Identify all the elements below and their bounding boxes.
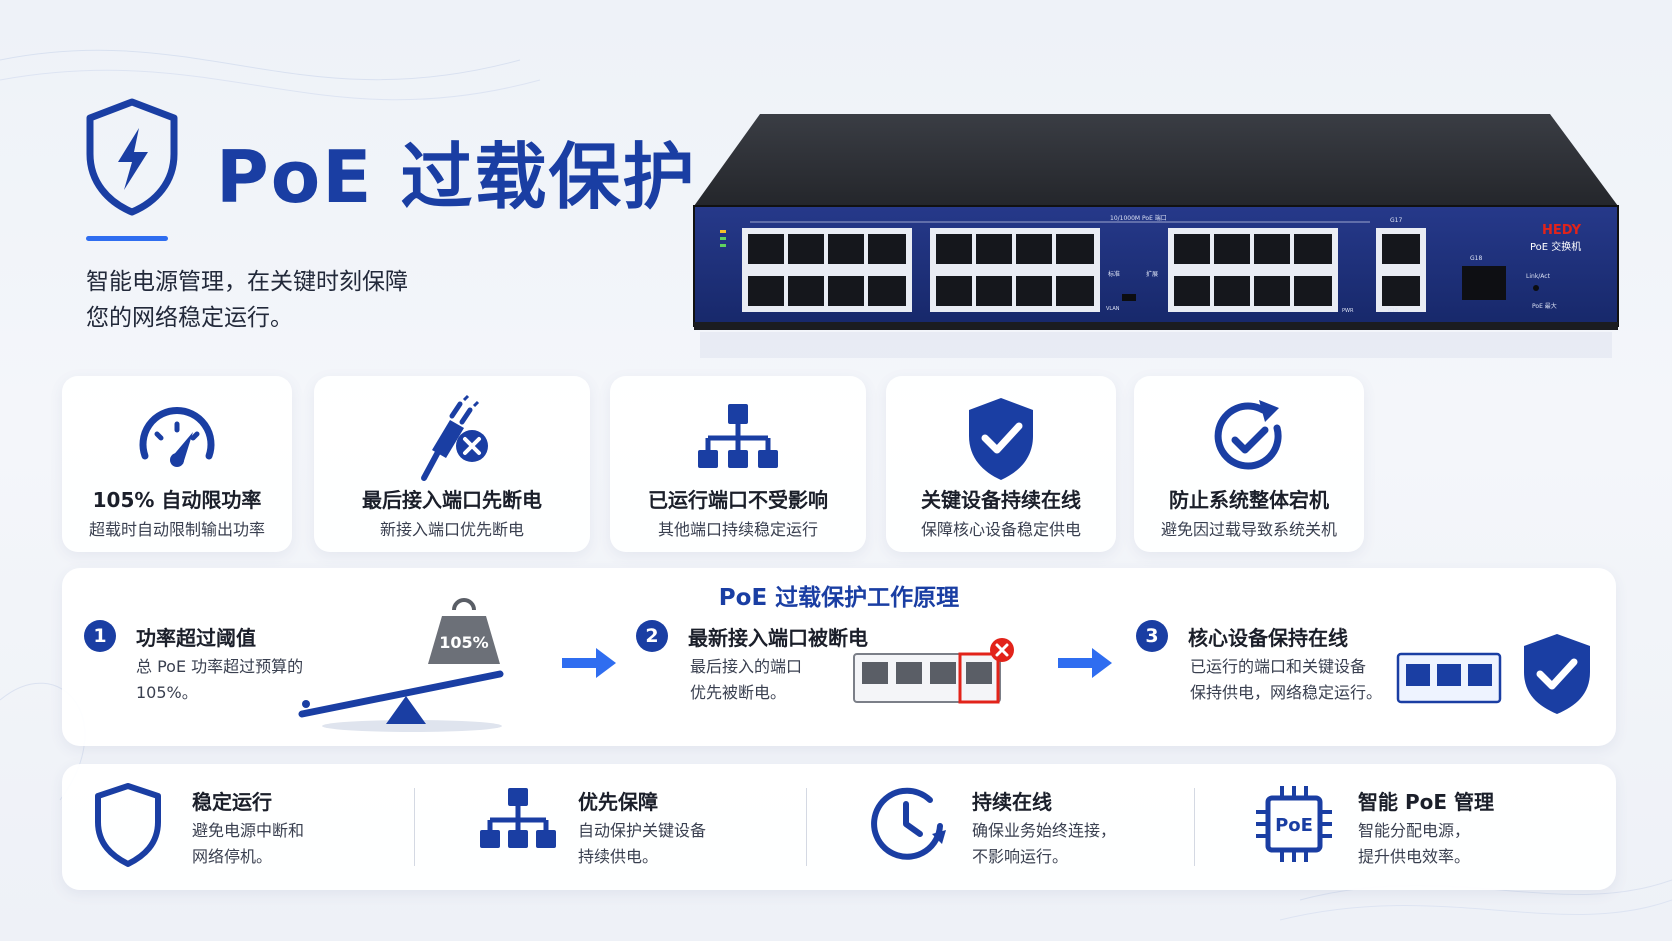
benefit-desc-line: 不影响运行。	[972, 847, 1069, 866]
step-number: 2	[636, 620, 668, 652]
step-desc-line: 总 PoE 功率超过预算的	[136, 657, 304, 676]
weight-label: 105%	[439, 633, 488, 652]
subtitle-line-1: 智能电源管理，在关键时刻保障	[86, 269, 408, 295]
step-number: 3	[1136, 620, 1168, 652]
lightning-shield-icon	[86, 98, 178, 216]
gauge-icon	[139, 407, 215, 467]
benefit-desc: 避免电源中断和 网络停机。	[192, 818, 382, 870]
feature-title: 防止系统整体宕机	[1169, 488, 1329, 512]
page-title: PoE 过载保护	[216, 135, 697, 219]
refresh-check-icon	[1214, 400, 1282, 470]
switch-model: PoE 交换机	[1530, 240, 1581, 253]
divider	[1194, 788, 1195, 866]
title-underline	[86, 236, 168, 241]
benefit-item-2: 优先保障 自动保护关键设备 持续供电。	[478, 764, 808, 890]
poe-chip-icon: PoE	[1256, 786, 1332, 862]
sfp-port	[1462, 266, 1506, 300]
benefit-desc: 确保业务始终连接， 不影响运行。	[972, 818, 1162, 870]
pwr-label: PWR	[1342, 308, 1354, 314]
benefit-title: 智能 PoE 管理	[1358, 790, 1494, 814]
hierarchy-icon	[480, 788, 556, 848]
principle-panel: PoE 过载保护工作原理 1 功率超过阈值 总 PoE 功率超过预算的 105%…	[62, 568, 1616, 746]
benefit-title: 稳定运行	[192, 790, 272, 814]
step-title: 核心设备保持在线	[1188, 626, 1348, 650]
feature-title: 最后接入端口先断电	[362, 488, 542, 512]
subtitle-line-2: 您的网络稳定运行。	[86, 305, 293, 331]
step-desc: 已运行的端口和关键设备 保持供电，网络稳定运行。	[1190, 654, 1400, 706]
divider	[414, 788, 415, 866]
feature-card-1: 105% 自动限功率 超载时自动限制输出功率	[62, 376, 292, 552]
benefit-title: 优先保障	[578, 790, 658, 814]
feature-card-4: 关键设备持续在线 保障核心设备稳定供电	[886, 376, 1116, 552]
benefit-desc-line: 网络停机。	[192, 847, 273, 866]
step-desc-line: 优先被断电。	[690, 683, 787, 702]
benefit-item-3: 持续在线 确保业务始终连接， 不影响运行。	[868, 764, 1198, 890]
principle-title: PoE 过载保护工作原理	[718, 585, 960, 611]
benefit-desc-line: 智能分配电源，	[1358, 821, 1471, 840]
arrow-right-icon	[562, 648, 616, 678]
benefit-desc-line: 确保业务始终连接，	[972, 821, 1117, 840]
unplug-icon	[421, 394, 488, 481]
port-group-2	[930, 228, 1100, 312]
ports-online-illustration	[1396, 652, 1502, 704]
poe-max-label: PoE 最大	[1532, 302, 1557, 310]
benefit-desc-line: 避免电源中断和	[192, 821, 305, 840]
vlan-label: VLAN	[1106, 306, 1120, 312]
benefits-bar: 稳定运行 避免电源中断和 网络停机。 优先保障 自动保护关键设备 持续供电。 持…	[62, 764, 1616, 890]
mode-extend-label: 扩展	[1146, 270, 1158, 278]
feature-desc: 新接入端口优先断电	[379, 520, 524, 539]
benefit-item-1: 稳定运行 避免电源中断和 网络停机。	[92, 764, 422, 890]
port-group-3	[1168, 228, 1338, 312]
page-subtitle: 智能电源管理，在关键时刻保障 您的网络稳定运行。	[86, 264, 506, 336]
feature-desc: 其他端口持续稳定运行	[657, 520, 818, 539]
arrow-right-icon	[1058, 648, 1112, 678]
brand-logo: HEDY	[1542, 223, 1582, 238]
benefit-desc-line: 提升供电效率。	[1358, 847, 1471, 866]
sfp-label: G18	[1470, 255, 1482, 262]
benefit-title: 持续在线	[972, 790, 1052, 814]
feature-title: 关键设备持续在线	[921, 488, 1081, 512]
feature-card-3: 已运行端口不受影响 其他端口持续稳定运行	[610, 376, 866, 552]
feature-card-2: 最后接入端口先断电 新接入端口优先断电	[314, 376, 590, 552]
port-group-1	[742, 228, 912, 312]
feature-desc: 超载时自动限制输出功率	[88, 520, 265, 539]
step-title: 功率超过阈值	[136, 626, 256, 650]
feature-desc: 保障核心设备稳定供电	[920, 520, 1081, 539]
clock-icon	[871, 787, 946, 860]
link-act-label: Link/Act	[1526, 273, 1551, 280]
benefit-item-4: PoE 智能 PoE 管理 智能分配电源， 提升供电效率。	[1252, 764, 1592, 890]
uplink-ports	[1376, 228, 1426, 312]
feature-title: 105% 自动限功率	[92, 488, 262, 512]
feature-desc: 避免因过载导致系统关机	[1160, 520, 1337, 539]
benefit-desc: 智能分配电源， 提升供电效率。	[1358, 818, 1548, 870]
feature-card-5: 防止系统整体宕机 避免因过载导致系统关机	[1134, 376, 1364, 552]
ports-disconnected-illustration	[853, 638, 1014, 704]
step-title: 最新接入端口被断电	[688, 626, 868, 650]
step-number: 1	[84, 620, 116, 652]
shield-check-icon	[1524, 634, 1590, 714]
g16-label: G16	[1388, 308, 1398, 314]
port-header-label: 10/1000M PoE 端口	[1110, 214, 1167, 222]
mode-standard-label: 标准	[1108, 270, 1120, 278]
shield-check-icon	[969, 398, 1033, 480]
step-desc: 最后接入的端口 优先被断电。	[690, 654, 840, 706]
step-desc-line: 已运行的端口和关键设备	[1190, 657, 1367, 676]
step-desc-line: 105%。	[136, 683, 198, 702]
uplink-label: G17	[1390, 217, 1402, 224]
svg-text:PoE: PoE	[1275, 815, 1313, 836]
benefit-desc-line: 自动保护关键设备	[578, 821, 707, 840]
step-desc-line: 最后接入的端口	[690, 657, 803, 676]
network-tree-icon	[698, 404, 778, 468]
benefit-desc: 自动保护关键设备 持续供电。	[578, 818, 768, 870]
benefit-desc-line: 持续供电。	[578, 847, 659, 866]
step-desc: 总 PoE 功率超过预算的 105%。	[136, 654, 356, 706]
step-desc-line: 保持供电，网络稳定运行。	[1190, 683, 1383, 702]
divider	[806, 788, 807, 866]
seesaw-weight-illustration: 105%	[298, 598, 504, 732]
shield-outline-icon	[95, 783, 161, 867]
feature-title: 已运行端口不受影响	[648, 488, 828, 512]
poe-switch-image: 10/1000M PoE 端口 标准 扩展 VLAN	[693, 114, 1619, 358]
